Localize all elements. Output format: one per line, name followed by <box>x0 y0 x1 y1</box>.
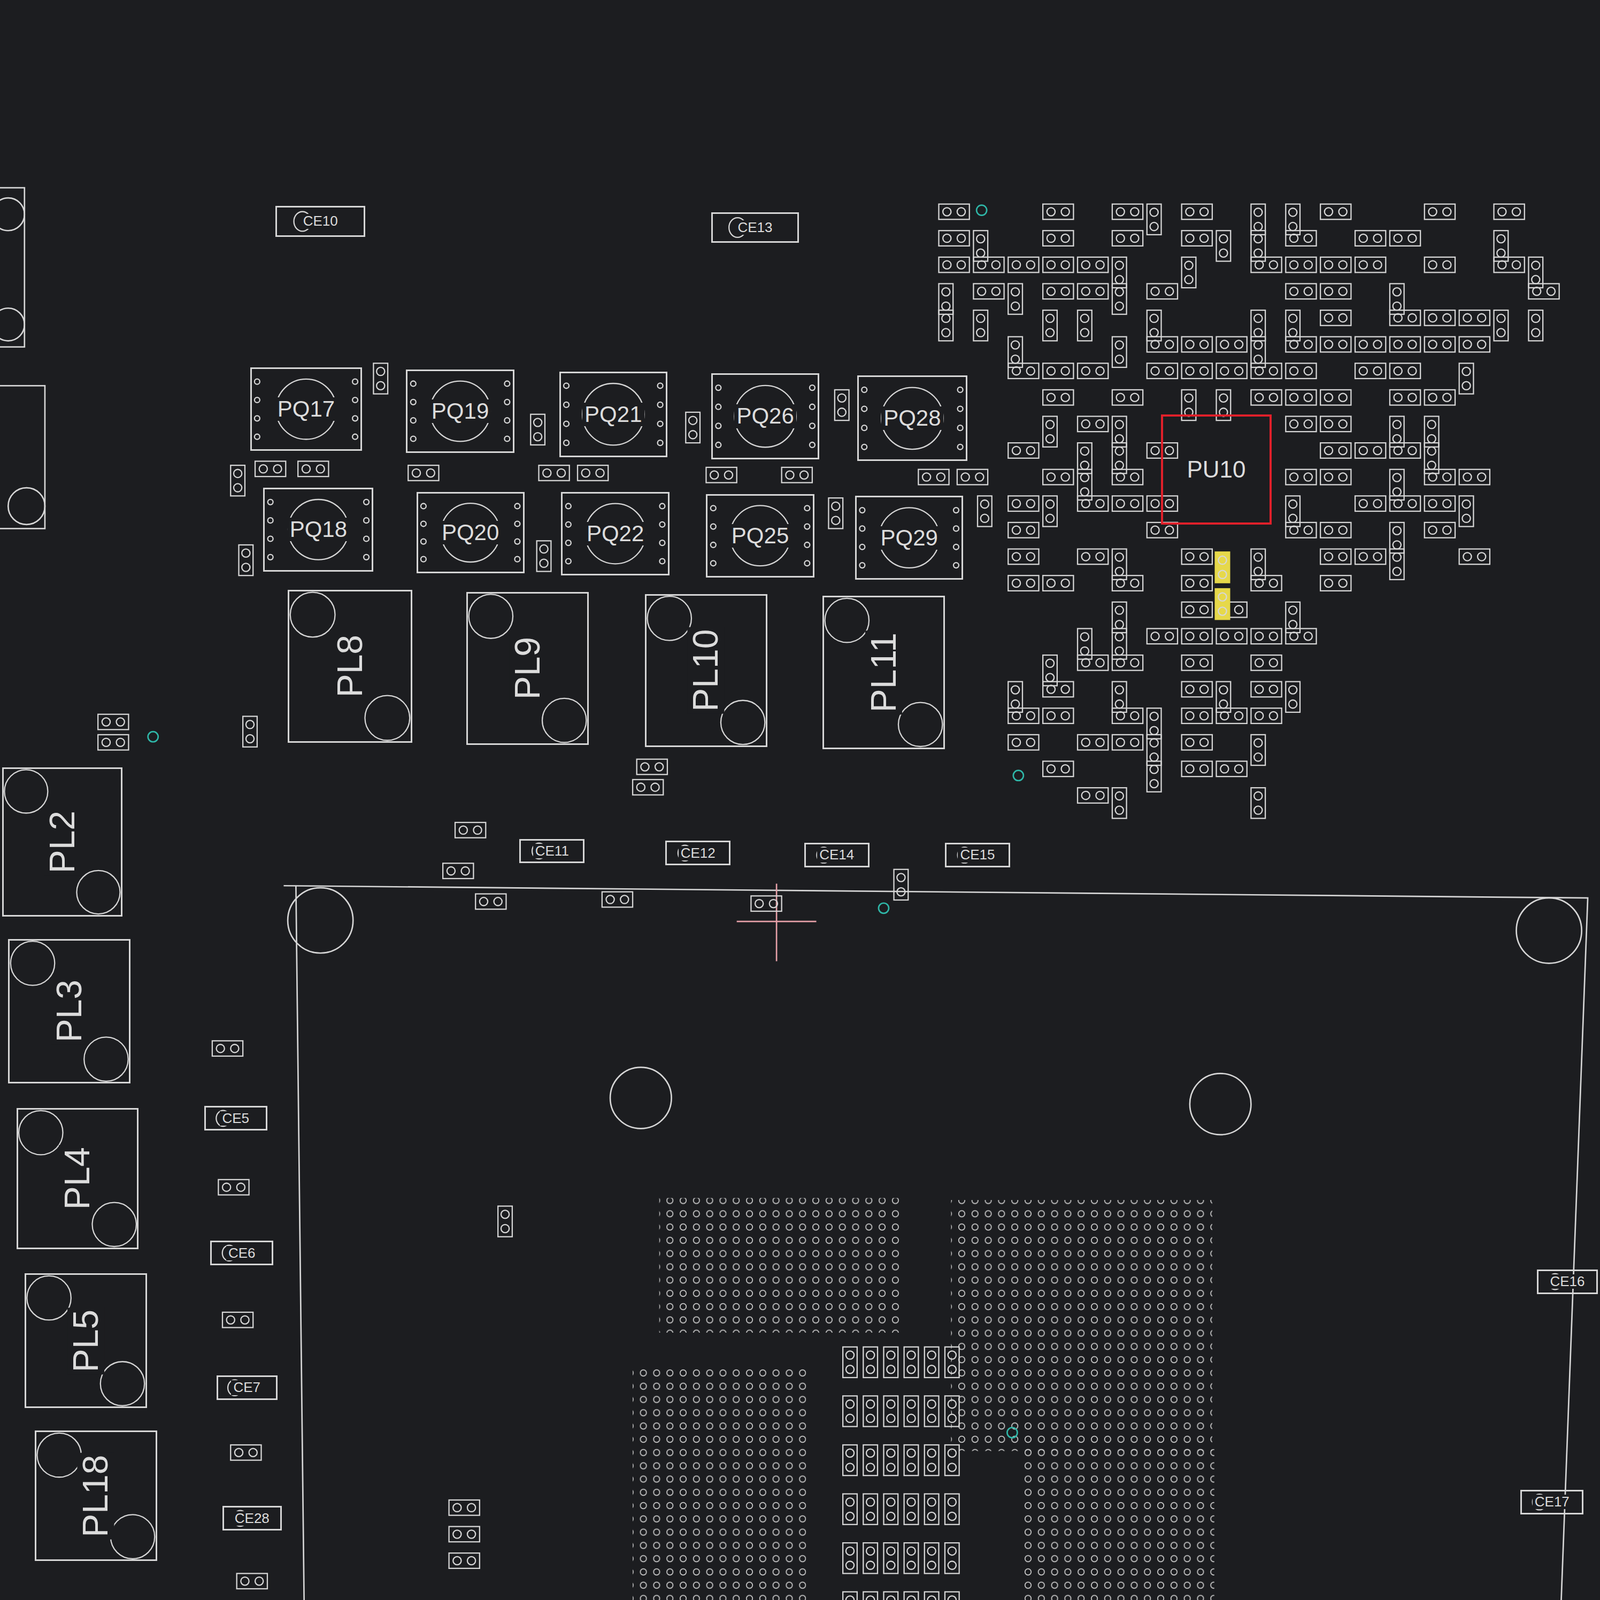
reference-designator: PL5 <box>67 1307 105 1375</box>
mosfet-footprint: PQ25 <box>705 494 814 578</box>
mosfet-footprint: PQ21 <box>559 371 668 458</box>
reference-designator: PL3 <box>50 977 88 1045</box>
capacitor-footprint: CE12 <box>665 840 731 866</box>
inductor-footprint: PL11 <box>822 595 945 749</box>
reference-designator: CE5 <box>219 1111 252 1126</box>
reference-designator: CE6 <box>226 1245 258 1261</box>
reference-designator: PQ17 <box>275 397 337 421</box>
reference-designator: PQ19 <box>429 399 491 423</box>
inductor-footprint: PL3 <box>8 939 131 1084</box>
reference-designator: CE16 <box>1547 1274 1587 1289</box>
reference-designator: PQ20 <box>439 520 502 545</box>
mosfet-footprint: PQ20 <box>416 491 525 574</box>
inductor-footprint: PL18 <box>34 1430 158 1561</box>
reference-designator: CE7 <box>231 1380 263 1395</box>
mosfet-footprint: PQ28 <box>857 375 968 461</box>
capacitor-footprint: CE14 <box>804 842 870 868</box>
mosfet-footprint: PQ18 <box>263 487 374 572</box>
capacitor-footprint: CE5 <box>204 1105 268 1131</box>
reference-designator: PL2 <box>43 808 81 876</box>
capacitor-footprint: CE6 <box>210 1240 274 1266</box>
inductor-footprint: PL5 <box>24 1273 148 1409</box>
controller-footprint: PU10 <box>1160 414 1272 525</box>
capacitor-footprint: CE28 <box>222 1505 282 1531</box>
capacitor-footprint: CE7 <box>216 1375 278 1400</box>
reference-designator: PL11 <box>865 630 903 715</box>
capacitor-footprint: CE13 <box>711 212 799 243</box>
reference-designator: PL10 <box>687 627 725 714</box>
reference-designator: PL4 <box>58 1144 96 1212</box>
capacitor-footprint: CE15 <box>944 842 1011 868</box>
mosfet-footprint: PQ22 <box>560 491 669 576</box>
reference-designator: PL18 <box>77 1452 115 1540</box>
reference-designator: CE15 <box>957 847 997 863</box>
mosfet-footprint: PQ26 <box>711 373 820 459</box>
reference-designator: CE13 <box>735 220 775 235</box>
mosfet-footprint: PQ17 <box>250 367 363 451</box>
capacitor-footprint: CE10 <box>275 205 366 237</box>
reference-designator: CE11 <box>533 843 572 859</box>
capacitor-footprint: CE17 <box>1520 1489 1584 1515</box>
reference-designator: CE10 <box>301 213 341 229</box>
inductor-footprint: PL2 <box>2 767 123 917</box>
mosfet-footprint: PQ19 <box>405 369 514 453</box>
reference-designator: PQ28 <box>881 406 943 430</box>
reference-designator: PU10 <box>1184 457 1248 482</box>
reference-designator: CE17 <box>1532 1494 1572 1510</box>
capacitor-footprint: CE16 <box>1536 1269 1598 1295</box>
inductor-footprint: PL9 <box>466 591 589 745</box>
reference-designator: PQ25 <box>729 524 791 548</box>
reference-designator: PQ29 <box>878 526 940 550</box>
reference-designator: PQ26 <box>734 404 796 428</box>
reference-designator: CE14 <box>817 847 857 863</box>
inductor-footprint: PL8 <box>287 589 413 743</box>
reference-designator: PQ22 <box>584 521 646 546</box>
mosfet-footprint: PQ29 <box>855 495 964 580</box>
inductor-footprint: PL10 <box>644 594 768 748</box>
reference-designator: PQ21 <box>582 402 644 427</box>
reference-designator: PL9 <box>509 634 546 702</box>
reference-designator: CE28 <box>232 1511 272 1526</box>
reference-designator: PL8 <box>331 632 369 700</box>
inductor-footprint: PL4 <box>16 1108 140 1249</box>
capacitor-footprint: CE11 <box>519 839 585 864</box>
reference-designator: CE12 <box>678 845 718 861</box>
reference-designator: PQ18 <box>287 517 350 542</box>
